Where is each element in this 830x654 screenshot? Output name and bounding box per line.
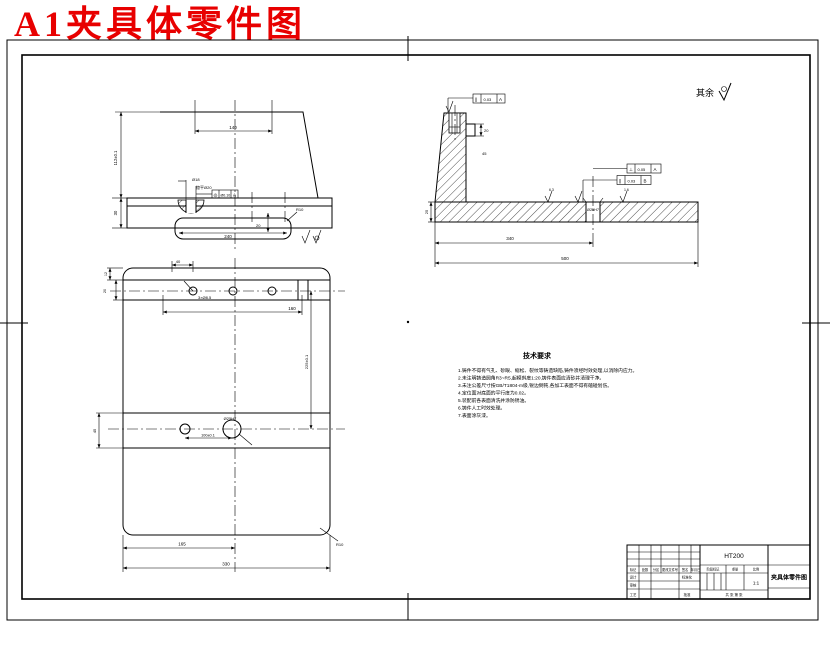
- dim-band: 45: [92, 428, 97, 433]
- tol-value: Ø0.10: [221, 194, 231, 198]
- dim-total-height: 112±0.1: [113, 150, 118, 165]
- center-dot: [406, 320, 410, 324]
- tol-symbol: ∥: [475, 97, 477, 103]
- roughness-check-icon: [619, 190, 628, 203]
- technical-requirements: 技术要求 1.铸件不得有气孔、砂眼、缩松、裂纹等铸造缺陷,铸件须经时效处理,以消…: [458, 351, 637, 419]
- rev-doc-no: 更改文件号: [662, 567, 678, 572]
- dim-base-height: 30: [113, 210, 118, 215]
- tol-symbol: ◎: [214, 193, 219, 198]
- tol-symbol: ⊥: [629, 167, 633, 172]
- big-hole-label: Ø25H7: [224, 416, 237, 421]
- dim-hole-pair: 100±0.1: [201, 434, 215, 438]
- roughness-circle-icon: [721, 86, 727, 92]
- front-view: Ø18 锪平Ø20 ◎ Ø0.10 A 140 112±0.1 30 240 2…: [112, 100, 333, 252]
- tech-req-item: 3.未注公差尺寸按GB/T1804-m级,锐边倒钝,各加工表面不得有磕碰划伤。: [458, 382, 612, 389]
- rev-sign: 签名: [682, 567, 688, 572]
- hole-label: Ø25H7: [587, 208, 599, 212]
- tol-value: 0.03: [484, 97, 493, 102]
- dim-top-width: 140: [229, 125, 237, 130]
- roughness-check-icon: [544, 190, 553, 203]
- roughness-check-icon: [312, 229, 322, 244]
- dim-hole-span: 160: [288, 306, 296, 311]
- sheet-border: [0, 36, 830, 621]
- tech-req-item: 7.表面涂灰漆。: [458, 412, 491, 419]
- dim-slot-width: 240: [224, 234, 232, 239]
- scale-value: 1:1: [753, 581, 760, 586]
- header-scale: 比例: [753, 567, 759, 572]
- dim-edge1: 12: [104, 272, 108, 276]
- tol-symbol: ∥: [619, 179, 621, 185]
- tech-req-item: 5.装配前各表面清洗并涂防锈油。: [458, 397, 529, 404]
- dim-slot-height: 20: [256, 223, 261, 228]
- role-process: 工艺: [630, 592, 637, 597]
- header-stage: 阶段标记: [707, 567, 721, 572]
- roughness-value-1: 6.3: [549, 188, 554, 192]
- dim-height-span: 225±0.1: [304, 354, 309, 369]
- rev-count: 处数: [642, 567, 649, 572]
- tol-datum: A: [233, 193, 236, 198]
- dim-col-1: 20: [484, 128, 489, 133]
- holes-callout: 3×Ø8.5: [198, 295, 212, 300]
- page-title: A1夹具体零件图: [14, 4, 306, 44]
- side-section-view: Ø25H7 6.3 1.6 ∥ 0.03 A 20 45: [424, 93, 699, 267]
- dim-hole-position: 340: [506, 236, 514, 241]
- material-label: HT200: [724, 553, 744, 560]
- tol-value: 0.05: [638, 167, 647, 172]
- roughness-check-icon: [301, 229, 311, 244]
- title-block: 标记 处数 分区 更改文件号 签名 年月日 设计 标准化 审核 工艺 批准 HT…: [626, 544, 811, 600]
- cbore-dim1: Ø18: [192, 177, 200, 182]
- roughness-check-icon: [574, 190, 583, 203]
- tech-req-item: 6.铸件人工时效处理。: [458, 405, 505, 412]
- header-weight: 重量: [732, 567, 739, 572]
- rev-mark: 标记: [630, 567, 637, 572]
- cbore-dim2: 锪平Ø20: [196, 184, 212, 190]
- drawing-title: 夹具体零件图: [771, 574, 807, 582]
- dim-edge2: 20: [103, 289, 107, 293]
- tol-datum: A: [654, 167, 657, 172]
- tol-value: 0.03: [628, 179, 637, 184]
- roughness-check-icon: [445, 100, 454, 113]
- dim-col-2: 45: [482, 151, 487, 156]
- sheet-label: 共 张 第 张: [726, 592, 743, 597]
- dim-width: 330: [222, 562, 230, 567]
- dim-overall-length: 500: [561, 256, 569, 261]
- tech-req-item: 2.未注明铸造圆角R3~R5,起模斜度1:20,铸件表面应清砂并清理干净。: [458, 375, 604, 382]
- role-standard: 标准化: [682, 575, 693, 580]
- tech-req-item: 1.铸件不得有气孔、砂眼、缩松、裂纹等铸造缺陷,铸件须经时效处理,以消除内应力。: [458, 367, 637, 374]
- roughness-circle-icon: [314, 235, 320, 241]
- rev-zone: 分区: [653, 567, 660, 572]
- roughness-value-2: 1.6: [624, 188, 629, 192]
- dim-boss: 40: [176, 259, 181, 264]
- corner-radius-label: R10: [336, 542, 344, 547]
- role-design: 设计: [630, 575, 637, 580]
- side-tolerance-frame-1: ⊥ 0.05 A: [593, 163, 662, 174]
- role-approve: 批准: [684, 592, 691, 597]
- tol-datum: A: [499, 97, 502, 102]
- roughness-check-icon: [718, 82, 732, 102]
- tech-req-title: 技术要求: [523, 351, 552, 360]
- side-tolerance-frame-2: ∥ 0.03 B: [582, 175, 652, 202]
- top-view: 3×Ø8.5 160 40 12 20 225±0.1 Ø25H7 100±0.…: [92, 258, 345, 572]
- front-tolerance-frame: ◎ Ø0.10 A: [196, 189, 239, 199]
- surface-note-label: 其余: [696, 87, 714, 98]
- role-check: 审核: [630, 583, 637, 588]
- tol-datum: B: [644, 179, 647, 184]
- surface-note: 其余: [696, 82, 732, 102]
- slot-radius-label: R10: [296, 207, 304, 212]
- tech-req-item: 4.定位面对底面的平行度为0.02。: [458, 390, 529, 397]
- dim-base-thickness: 25: [424, 209, 429, 214]
- dim-left: 165: [178, 542, 186, 547]
- rev-date: 年月日: [691, 567, 701, 572]
- side-top-tolerance-frame: ∥ 0.03 A: [447, 93, 506, 113]
